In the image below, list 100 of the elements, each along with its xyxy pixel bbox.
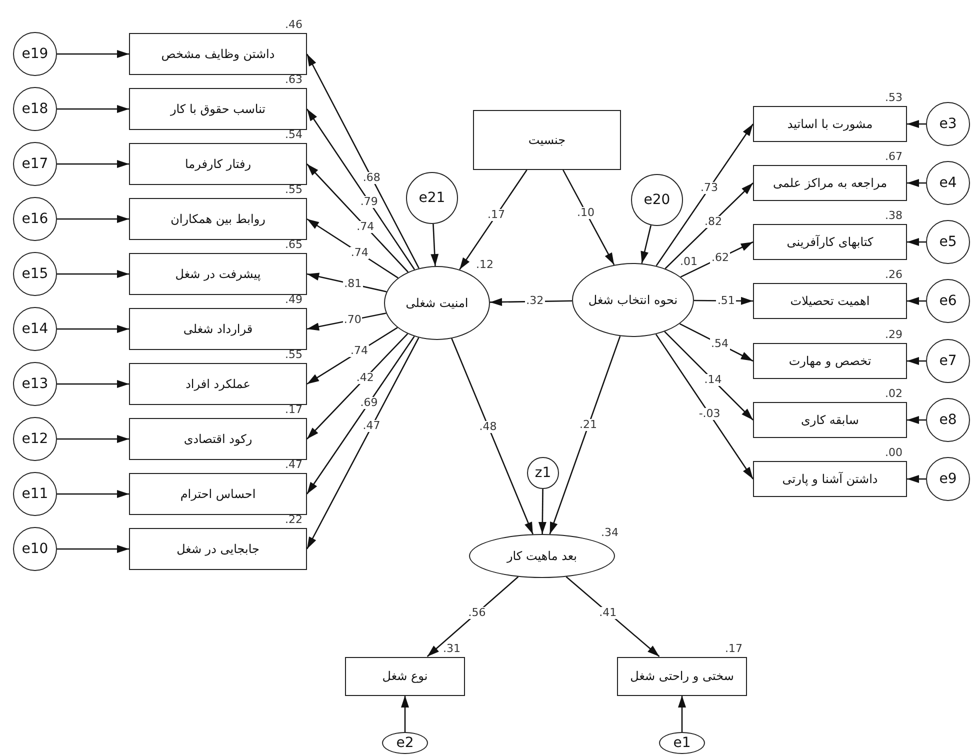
error-label: e19 bbox=[22, 46, 48, 62]
r-squared-label: .67 bbox=[885, 150, 902, 163]
variable-label: اهمیت تحصیلات bbox=[790, 294, 870, 308]
r-squared-label: .26 bbox=[885, 268, 902, 281]
error-label: e9 bbox=[939, 470, 957, 488]
variable-label: کتابهای کارآفرینی bbox=[786, 234, 874, 250]
error-label: e5 bbox=[939, 234, 957, 250]
error-label: e17 bbox=[22, 156, 48, 172]
arrow bbox=[907, 357, 926, 365]
error-label: e18 bbox=[22, 100, 48, 118]
path-coefficient: .70 bbox=[342, 314, 362, 326]
arrow bbox=[907, 416, 926, 424]
variable-label: مشورت با اساتید bbox=[787, 116, 873, 132]
error-label: e14 bbox=[22, 320, 48, 338]
r-squared-label: .55 bbox=[285, 348, 302, 361]
arrow bbox=[678, 696, 686, 732]
variable-label: داشتن وظایف مشخص bbox=[161, 46, 275, 62]
observed-variable-box bbox=[129, 418, 307, 460]
r-squared-label: .34 bbox=[601, 526, 618, 539]
observed-variable-box bbox=[753, 106, 907, 142]
error-label: e2 bbox=[396, 734, 414, 752]
latent-variable-ellipse bbox=[659, 732, 705, 754]
path-coefficient: .73 bbox=[699, 182, 719, 194]
path-coefficient: .74 bbox=[350, 247, 370, 260]
arrow bbox=[306, 312, 386, 331]
arrow bbox=[306, 333, 408, 440]
path-coefficient: .41 bbox=[598, 606, 618, 619]
error-label: e16 bbox=[22, 210, 48, 228]
arrow bbox=[907, 475, 926, 483]
path-coefficient: .48 bbox=[478, 420, 498, 433]
arrow bbox=[57, 215, 129, 223]
path-coefficient: .62 bbox=[710, 252, 730, 264]
r-squared-label: .54 bbox=[285, 128, 302, 141]
path-coefficient: .14 bbox=[703, 374, 723, 386]
error-label: e6 bbox=[939, 292, 957, 310]
arrow bbox=[538, 489, 546, 534]
arrow bbox=[694, 296, 753, 305]
arrow bbox=[451, 338, 534, 534]
error-term-circle bbox=[406, 172, 458, 224]
variable-label: جابجایی در شغل bbox=[176, 542, 260, 556]
error-term-circle bbox=[13, 142, 57, 186]
variable-label: نحوه انتخاب شغل bbox=[588, 292, 678, 308]
path-coefficient: .51 bbox=[716, 294, 736, 307]
error-term-circle bbox=[13, 32, 57, 76]
error-term-circle bbox=[13, 527, 57, 571]
variable-label: تناسب حقوق با کار bbox=[170, 102, 266, 116]
latent-variable-ellipse bbox=[382, 732, 428, 754]
error-term-circle bbox=[926, 398, 970, 442]
error-label: e4 bbox=[939, 174, 957, 192]
observed-variable-box bbox=[129, 308, 307, 350]
variable-label: بعد ماهیت کار bbox=[506, 548, 578, 564]
arrow bbox=[57, 270, 129, 278]
observed-variable-box bbox=[129, 143, 307, 185]
error-term-circle bbox=[926, 339, 970, 383]
path-coefficient: .10 bbox=[576, 206, 596, 219]
arrow bbox=[490, 298, 572, 306]
arrow bbox=[430, 224, 439, 266]
error-label: e13 bbox=[22, 376, 48, 392]
error-term-circle bbox=[527, 457, 559, 489]
r-squared-label: .01 bbox=[680, 255, 698, 268]
arrow bbox=[57, 380, 129, 388]
observed-variable-box bbox=[617, 656, 747, 696]
error-term-circle bbox=[13, 362, 57, 406]
observed-variable-box bbox=[753, 461, 907, 497]
variable-label: نوع شغل bbox=[382, 668, 428, 684]
error-term-circle bbox=[926, 102, 970, 146]
r-squared-label: .17 bbox=[285, 403, 302, 416]
arrow bbox=[549, 336, 621, 534]
error-label: e3 bbox=[939, 116, 957, 132]
error-term-circle bbox=[13, 252, 57, 296]
arrow bbox=[306, 327, 398, 385]
observed-variable-box bbox=[753, 165, 907, 201]
variable-label: احساس احترام bbox=[180, 486, 256, 502]
error-term-circle bbox=[926, 220, 970, 264]
observed-variable-box bbox=[473, 110, 621, 170]
observed-variable-box bbox=[753, 224, 907, 260]
r-squared-label: .29 bbox=[885, 328, 902, 341]
error-term-circle bbox=[926, 161, 970, 205]
arrow bbox=[401, 696, 409, 732]
variable-label: تخصص و مهارت bbox=[788, 354, 872, 368]
arrow bbox=[907, 179, 926, 187]
r-squared-label: .22 bbox=[285, 513, 302, 526]
error-term-circle bbox=[13, 472, 57, 516]
observed-variable-box bbox=[129, 528, 307, 570]
r-squared-label: .65 bbox=[285, 238, 302, 251]
variable-label: سختی و راحتی شغل bbox=[630, 668, 734, 684]
error-term-circle bbox=[926, 457, 970, 501]
observed-variable-box bbox=[753, 402, 907, 438]
r-squared-label: .17 bbox=[725, 642, 742, 654]
arrow bbox=[566, 576, 660, 657]
arrow bbox=[57, 325, 129, 333]
path-coefficient: .74 bbox=[356, 220, 376, 233]
variable-label: رفتار کارفرما bbox=[184, 156, 252, 172]
arrow bbox=[664, 182, 754, 270]
error-label: e11 bbox=[22, 486, 48, 502]
arrow bbox=[680, 241, 754, 278]
observed-variable-box bbox=[129, 33, 307, 75]
error-term-circle bbox=[631, 174, 683, 226]
error-label: e21 bbox=[418, 190, 446, 206]
path-coefficient: .32 bbox=[525, 295, 545, 308]
